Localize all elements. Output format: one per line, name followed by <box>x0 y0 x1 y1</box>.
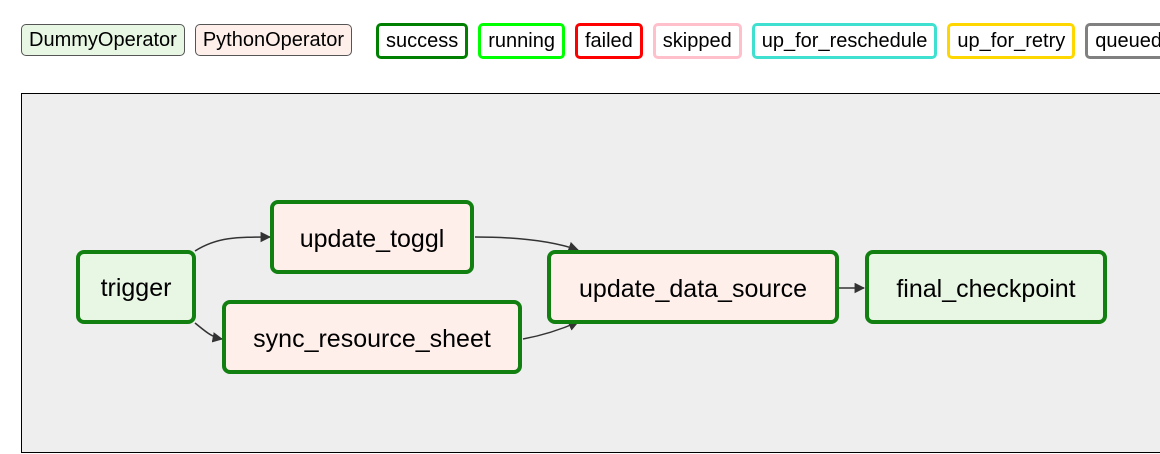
legend-row: DummyOperator PythonOperator success run… <box>21 23 1160 59</box>
task-node-update-toggl[interactable]: update_toggl <box>270 200 474 274</box>
edge-sync-resource-sheet-to-update-data-source <box>522 320 579 340</box>
edge-trigger-to-update-toggl <box>194 231 272 252</box>
task-node-sync-resource-sheet-label: sync_resource_sheet <box>253 325 491 353</box>
task-node-sync-resource-sheet[interactable]: sync_resource_sheet <box>222 300 522 374</box>
legend-state-running[interactable]: running <box>478 23 565 59</box>
task-node-final-checkpoint-label: final_checkpoint <box>896 275 1075 303</box>
task-node-trigger[interactable]: trigger <box>76 250 196 324</box>
legend-state-queued[interactable]: queued <box>1085 23 1160 59</box>
legend-operator-dummy[interactable]: DummyOperator <box>21 24 185 56</box>
legend-operator-python[interactable]: PythonOperator <box>194 24 353 56</box>
task-node-update-toggl-box <box>270 200 474 274</box>
dag-graph-svg: trigger update_toggl sync_resource_sheet… <box>76 200 1107 374</box>
edge-trigger-to-sync-resource-sheet <box>194 322 224 343</box>
legend-state-up-for-retry[interactable]: up_for_retry <box>947 23 1076 59</box>
dag-graph-canvas[interactable]: trigger update_toggl sync_resource_sheet… <box>21 93 1160 453</box>
task-node-update-toggl-label: update_toggl <box>300 225 445 253</box>
edge-update-toggl-to-update-data-source <box>474 236 579 252</box>
legend-separator <box>362 23 366 59</box>
task-node-update-data-source-box <box>547 250 839 324</box>
task-node-final-checkpoint-box <box>865 250 1107 324</box>
legend-state-up-for-reschedule[interactable]: up_for_reschedule <box>751 23 938 59</box>
legend-state-failed[interactable]: failed <box>574 23 643 59</box>
task-node-update-data-source[interactable]: update_data_source <box>547 250 839 324</box>
task-node-trigger-label: trigger <box>101 274 172 302</box>
task-node-trigger-box <box>76 250 196 324</box>
legend-state-skipped[interactable]: skipped <box>652 23 742 59</box>
legend-bar: DummyOperator PythonOperator success run… <box>0 0 1160 80</box>
task-node-sync-resource-sheet-box <box>222 300 522 374</box>
task-node-update-data-source-label: update_data_source <box>579 275 807 303</box>
task-node-final-checkpoint[interactable]: final_checkpoint <box>865 250 1107 324</box>
legend-state-success[interactable]: success <box>376 23 469 59</box>
